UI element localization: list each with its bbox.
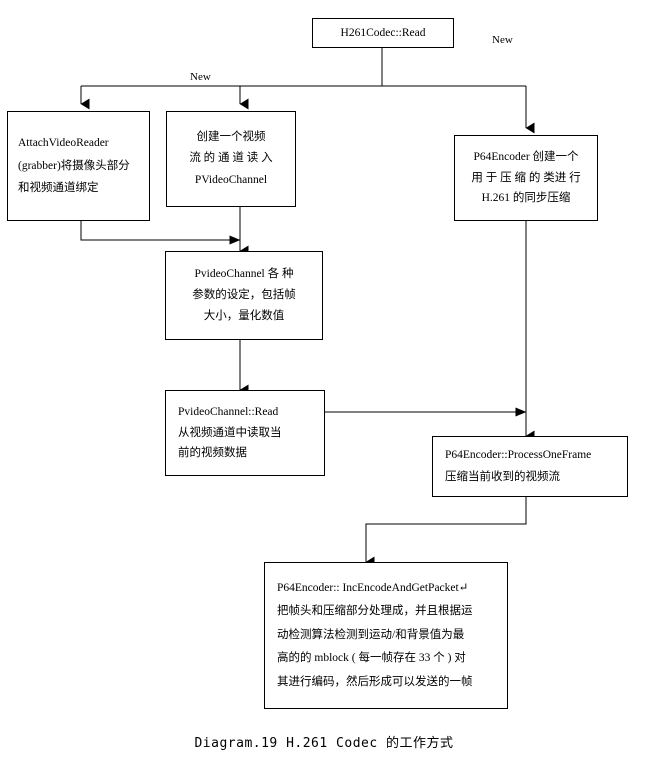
node-p64-encoder[interactable]: P64Encoder 创建一个 用 于 压 缩 的 类进 行 H.261 的同步… (454, 135, 598, 221)
node-line: 压缩当前收到的视频流 (445, 470, 560, 483)
node-p64encoder-processoneframe[interactable]: P64Encoder::ProcessOneFrame 压缩当前收到的视频流 (432, 436, 628, 497)
edge-processoneframe-to-incencode (365, 497, 527, 568)
node-line: 前的视频数据 (178, 447, 247, 460)
node-line: PvideoChannel::Read (178, 405, 279, 418)
node-h261-codec-read[interactable]: H261Codec::Read (312, 18, 454, 48)
node-line: 动检测算法检测到运动/和背景值为最 (277, 628, 465, 641)
node-line: P64Encoder 创建一个 (473, 150, 579, 163)
node-line: 从视频通道中读取当 (178, 426, 282, 439)
node-line: P64Encoder:: IncEncodeAndGetPacket↵ (277, 581, 469, 594)
node-line: (grabber)将摄像头部分 (18, 159, 130, 172)
node-pvideochannel-read[interactable]: PvideoChannel::Read 从视频通道中读取当 前的视频数据 (165, 390, 325, 476)
edge-label-new-left: New (190, 71, 211, 83)
diagram-caption: Diagram.19 H.261 Codec 的工作方式 (194, 736, 454, 751)
node-line: 大小，量化数值 (203, 310, 285, 323)
edge-label-new-right: New (492, 34, 513, 46)
node-line: 参数的设定，包括帧 (192, 288, 296, 301)
node-line: 用 于 压 缩 的 类进 行 (471, 171, 581, 184)
node-line: 创建一个视频 (196, 131, 266, 144)
node-line: 把帧头和压缩部分处理成，并且根据运 (277, 605, 473, 618)
node-line: H.261 的同步压缩 (481, 192, 571, 205)
node-line: H261Codec::Read (340, 26, 426, 39)
node-line: PvideoChannel 各 种 (194, 267, 294, 280)
node-line: AttachVideoReader (18, 137, 109, 150)
edge-attach-to-column (80, 221, 241, 245)
node-line: PVideoChannel (194, 173, 268, 186)
node-line: 高的的 mblock ( 每一帧存在 33 个 ) 对 (277, 652, 466, 665)
node-line: P64Encoder::ProcessOneFrame (445, 448, 592, 461)
node-p64encoder-incencodeandgetpacket[interactable]: P64Encoder:: IncEncodeAndGetPacket↵ 把帧头和… (264, 562, 508, 709)
node-line: 流 的 通 道 读 入 (189, 152, 273, 165)
node-line: 和视频通道绑定 (18, 182, 99, 195)
node-create-video-stream-channel[interactable]: 创建一个视频 流 的 通 道 读 入 PVideoChannel (166, 111, 296, 207)
node-line: 其进行编码，然后形成可以发送的一帧 (277, 675, 473, 688)
node-pvideochannel-params[interactable]: PvideoChannel 各 种 参数的设定，包括帧 大小，量化数值 (165, 251, 323, 340)
node-attach-video-reader[interactable]: AttachVideoReader (grabber)将摄像头部分 和视频通道绑… (7, 111, 150, 221)
